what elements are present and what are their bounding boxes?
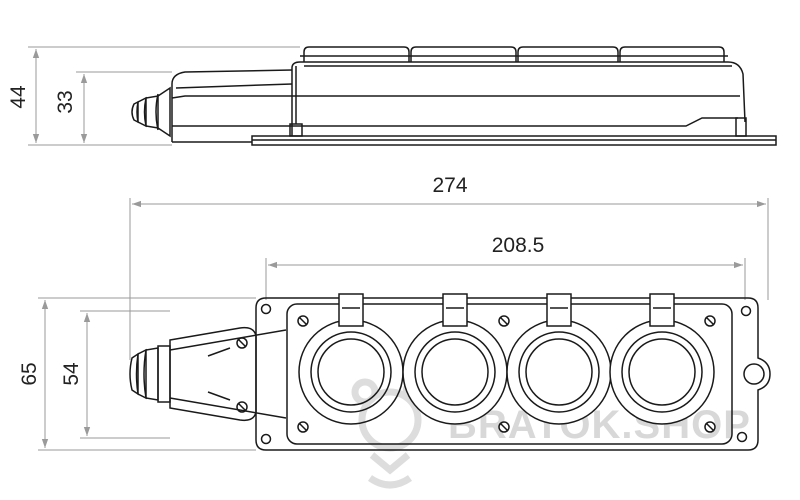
dim-label-208-5: 208.5 (492, 234, 545, 257)
socket-group (298, 293, 715, 425)
socket-4 (609, 293, 715, 425)
side-cable-gland (131, 86, 171, 138)
top-cable-gland (129, 345, 171, 403)
top-base-plate (255, 297, 771, 451)
side-buttons (300, 46, 728, 62)
watermark-text: BRATOK.SHOP (448, 403, 751, 447)
dim-label-65: 65 (18, 362, 41, 385)
side-dimensions (28, 46, 300, 146)
mounting-holes (260, 303, 765, 445)
side-view (131, 46, 777, 146)
cable-entry-body (169, 326, 257, 422)
side-cover (291, 61, 746, 136)
top-view (129, 297, 771, 451)
side-body (171, 69, 293, 142)
cover-screws (236, 315, 716, 433)
top-dimensions (38, 198, 769, 451)
watermark: BRATOK.SHOP (351, 378, 751, 489)
socket-1 (298, 293, 404, 425)
dim-label-44: 44 (7, 85, 30, 109)
socket-3 (506, 293, 612, 425)
dim-label-33: 33 (54, 90, 77, 113)
dim-label-274: 274 (432, 174, 467, 197)
dim-label-54: 54 (60, 362, 83, 386)
top-cover (286, 303, 733, 445)
socket-2 (402, 293, 508, 425)
